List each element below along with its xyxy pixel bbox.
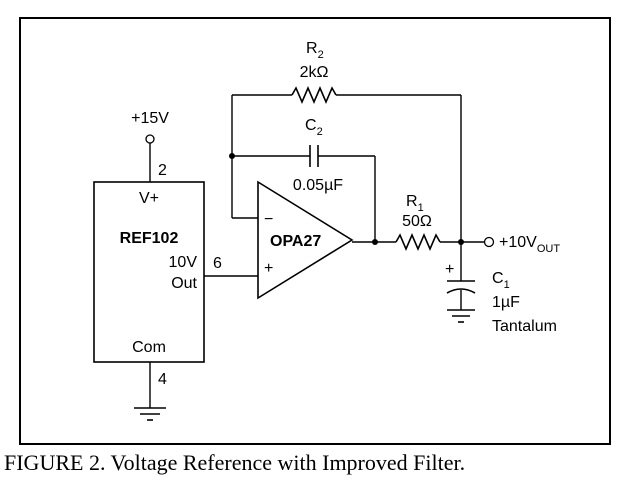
- vout-terminal: [483, 236, 495, 248]
- r1-resistor: [395, 232, 441, 252]
- c2-ref: C2: [305, 117, 323, 138]
- ref-com-pin-number: 4: [158, 371, 167, 388]
- ref-out-pin-number: 6: [213, 255, 222, 272]
- ref102-block: [93, 181, 205, 363]
- c2-value: 0.05µF: [293, 177, 343, 194]
- opa27-noninverting-sign: +: [264, 260, 273, 277]
- opa27-name: OPA27: [270, 233, 321, 250]
- r1-value: 50Ω: [402, 213, 432, 230]
- r1-ref: R1: [406, 193, 424, 214]
- figure-caption: FIGURE 2. Voltage Reference with Improve…: [4, 450, 466, 475]
- c1-ref: C1: [492, 270, 510, 291]
- ref102-vplus-label: V+: [139, 190, 159, 207]
- diagram-frame: [19, 17, 611, 445]
- opa27-inverting-sign: −: [264, 211, 273, 228]
- ref-ground-symbol: [134, 407, 166, 421]
- ref102-com-label: Com: [132, 339, 166, 356]
- r2-ref: R2: [306, 40, 324, 61]
- c1-value: 1µF: [492, 294, 520, 311]
- opa27-triangle: [257, 180, 354, 300]
- ref102-out-label-line1: 10V: [169, 254, 198, 271]
- c1-type: Tantalum: [492, 318, 557, 335]
- r2-resistor: [291, 85, 337, 105]
- c1-plate-bottom: [446, 288, 476, 294]
- output-junction-dot: [372, 239, 378, 245]
- ref102-out-label-line2: Out: [171, 275, 197, 292]
- c1-ground-symbol: [447, 309, 475, 323]
- c1-polarity-mark: +: [445, 261, 454, 278]
- supply-label: +15V: [131, 110, 169, 127]
- supply-terminal: [145, 134, 155, 144]
- ref102-name: REF102: [120, 230, 179, 247]
- r2-value: 2kΩ: [300, 64, 329, 81]
- supply-pin-number: 2: [158, 162, 167, 179]
- vout-label: +10VOUT: [499, 234, 560, 255]
